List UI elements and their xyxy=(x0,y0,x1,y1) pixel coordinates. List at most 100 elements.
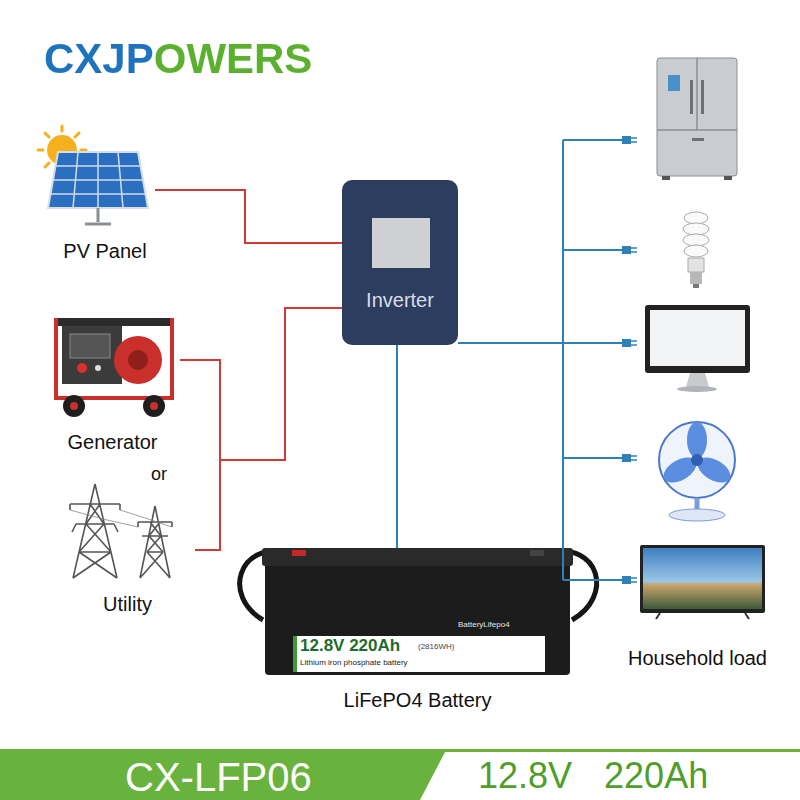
solar-panel-icon xyxy=(48,152,148,208)
load-wire xyxy=(458,342,563,344)
power-wire xyxy=(195,308,342,550)
fan-icon xyxy=(687,422,707,458)
battery-rating: 12.8V 220Ah xyxy=(300,637,400,656)
inverter-body xyxy=(372,218,430,268)
power-wire xyxy=(155,190,342,243)
node-label: Utility xyxy=(103,593,152,616)
inverter-body xyxy=(342,180,458,345)
refrigerator-icon xyxy=(657,58,737,130)
node-label: PV Panel xyxy=(63,240,146,263)
refrigerator-icon xyxy=(701,80,704,114)
refrigerator-icon xyxy=(724,176,732,180)
battery-illustration xyxy=(293,636,545,672)
battery-chemistry: Lithium iron phosphate battery xyxy=(300,659,408,668)
load-bus xyxy=(563,140,622,580)
node-label: Generator xyxy=(67,431,157,454)
fan-icon xyxy=(659,422,735,521)
battery-wire xyxy=(396,345,398,548)
pylon-icon xyxy=(70,510,172,527)
television-icon xyxy=(656,613,749,619)
generator-icon xyxy=(62,326,122,384)
pylon-icon xyxy=(70,484,120,578)
generator-icon xyxy=(63,395,85,417)
bulb-icon xyxy=(690,272,702,284)
plug-icon xyxy=(622,136,631,144)
battery-illustration xyxy=(292,550,306,556)
bulb-icon xyxy=(693,284,699,288)
inverter-body xyxy=(342,180,458,345)
battery-energy: (2816WH) xyxy=(418,643,454,652)
node-label: Inverter xyxy=(366,289,434,312)
bulb-icon xyxy=(688,258,704,272)
generator-icon xyxy=(150,402,158,410)
utility-node: Utility xyxy=(60,482,195,618)
fan-icon xyxy=(669,509,725,521)
node-label: LiFePO4 Battery xyxy=(344,689,492,712)
battery-illustration xyxy=(262,548,573,566)
load-group: Household load xyxy=(563,40,792,676)
monitor-icon xyxy=(645,305,750,392)
pylon-icon xyxy=(70,484,172,578)
bulb-icon xyxy=(684,245,708,257)
generator-icon xyxy=(77,363,87,373)
television-icon xyxy=(640,545,765,613)
generator-icon xyxy=(70,402,78,410)
bulb-icon xyxy=(683,212,709,288)
fan-icon xyxy=(659,422,735,498)
generator-node: Generator xyxy=(45,300,180,456)
plug-icon xyxy=(622,339,631,347)
conjunction-note: or xyxy=(151,465,167,485)
monitor-icon xyxy=(650,310,745,366)
generator-icon xyxy=(70,334,110,358)
refrigerator-icon xyxy=(657,58,737,180)
power-wire xyxy=(180,308,342,460)
pv-panel-node: PV Panel xyxy=(55,115,155,265)
generator-icon xyxy=(143,395,165,417)
plug-icon xyxy=(622,576,631,584)
battery-illustration xyxy=(293,636,297,672)
bulb-icon xyxy=(683,234,709,246)
monitor-icon xyxy=(677,386,717,392)
solar-panel-icon xyxy=(51,152,146,208)
brand-logo: CXJPOWERS xyxy=(44,36,312,82)
plug-icon xyxy=(631,138,637,582)
bulb-icon xyxy=(684,212,708,224)
refrigerator-icon xyxy=(657,58,737,176)
refrigerator-icon xyxy=(692,138,704,141)
footer-bar xyxy=(0,752,445,800)
inverter-box: Inverter xyxy=(342,180,458,345)
monitor-icon xyxy=(645,305,750,373)
monitor-icon xyxy=(686,373,709,387)
generator-icon xyxy=(56,318,172,398)
solar-panel-icon xyxy=(48,152,148,224)
battery-brand: BatteryLifepo4 xyxy=(458,621,510,630)
television-icon xyxy=(640,545,765,619)
connector-group xyxy=(155,190,563,550)
load-bus xyxy=(563,140,622,580)
generator-icon xyxy=(114,336,162,384)
solar-panel-icon xyxy=(85,208,111,224)
generator-icon xyxy=(56,318,172,417)
refrigerator-icon xyxy=(668,75,680,91)
model-rating: 12.8V 220Ah xyxy=(478,756,708,796)
model-number: CX-LFP06 xyxy=(125,755,312,799)
battery-illustration xyxy=(530,550,544,556)
refrigerator-icon xyxy=(662,176,670,180)
battery-illustration xyxy=(240,548,597,675)
plug-icon xyxy=(622,454,631,462)
battery-illustration xyxy=(265,556,570,675)
battery-node: LiFePO4 Battery xyxy=(265,548,570,714)
generator-icon xyxy=(58,318,170,326)
television-icon xyxy=(643,548,762,609)
plug-icon xyxy=(622,246,631,254)
plug-icon xyxy=(622,136,637,584)
footer-bar xyxy=(0,749,800,752)
generator-icon xyxy=(95,365,101,371)
pylon-icon xyxy=(138,506,172,578)
fan-icon xyxy=(691,454,703,466)
refrigerator-icon xyxy=(690,80,693,114)
bulb-icon xyxy=(683,223,709,235)
